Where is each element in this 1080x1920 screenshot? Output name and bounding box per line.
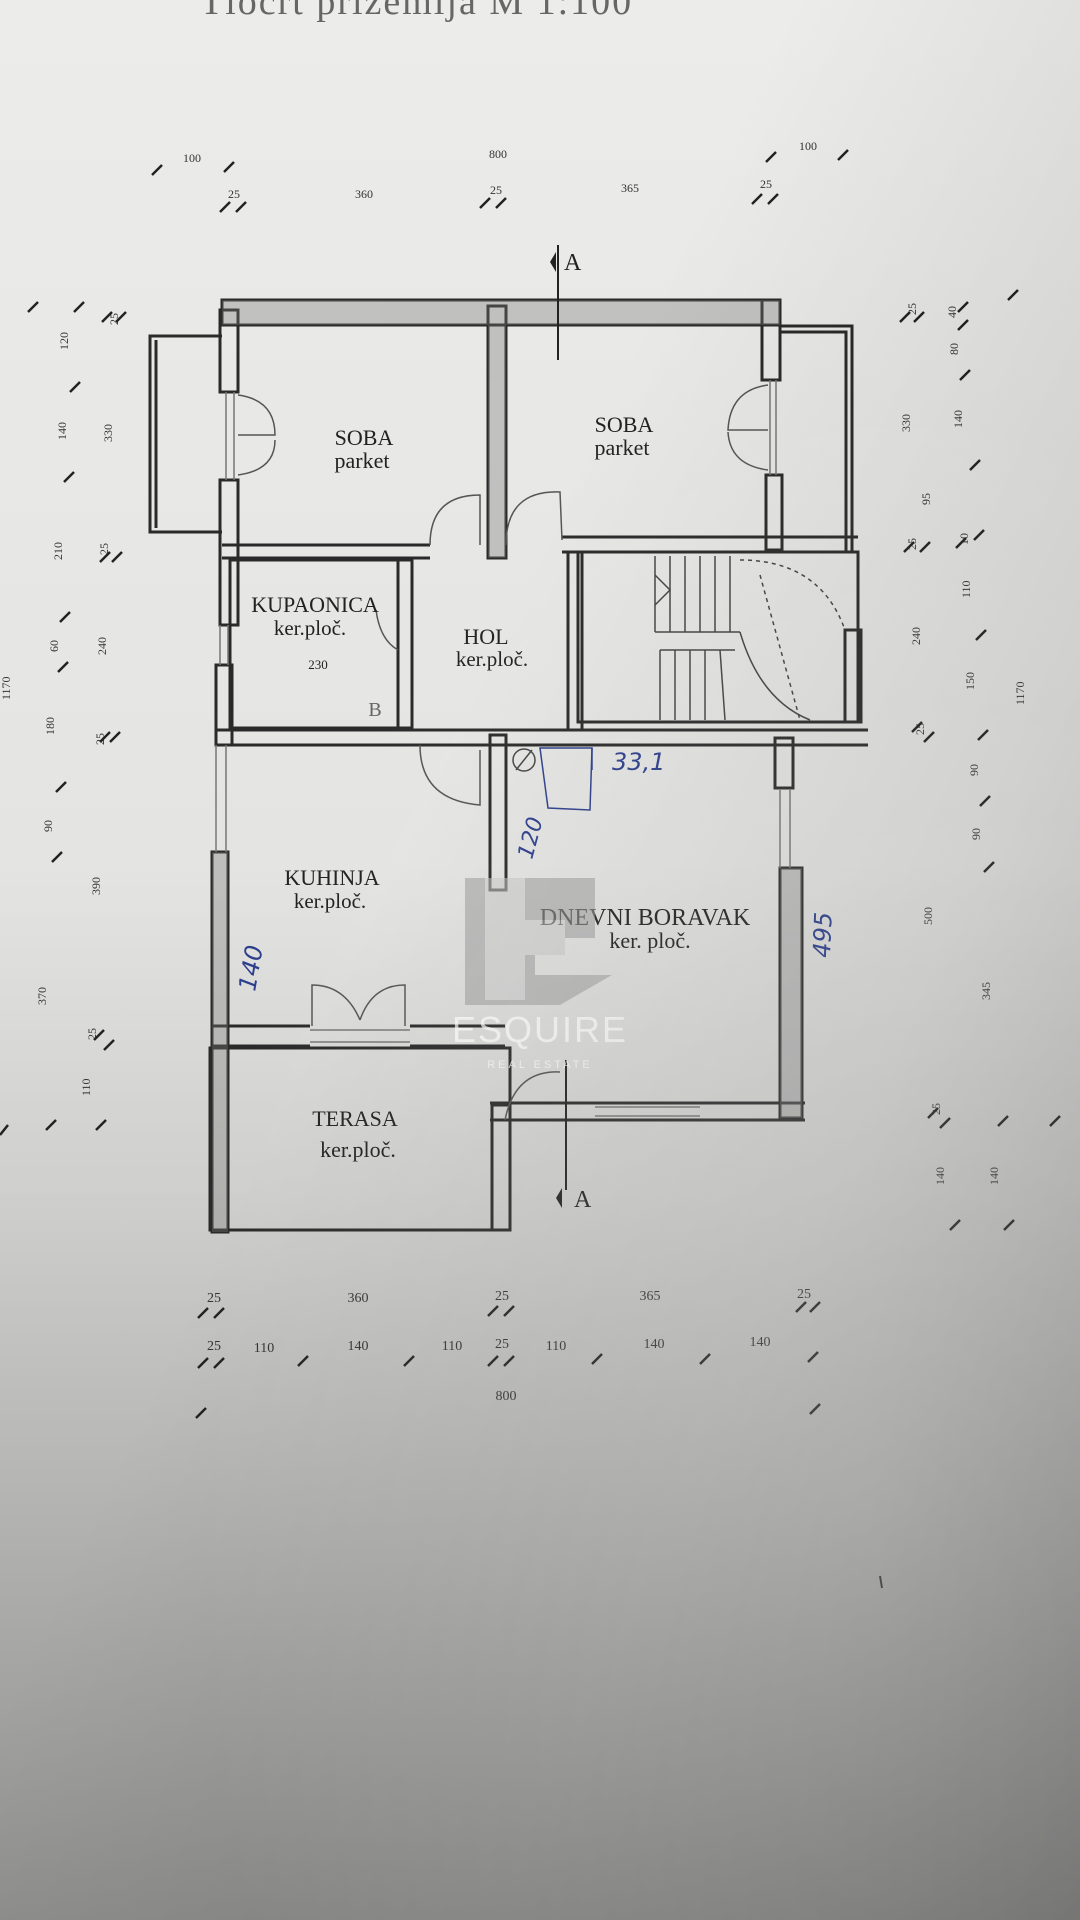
svg-text:110: 110: [442, 1339, 462, 1354]
watermark-sub: REAL ESTATE: [487, 1059, 593, 1071]
svg-text:330: 330: [101, 424, 115, 442]
svg-text:365: 365: [621, 181, 639, 195]
svg-text:140: 140: [987, 1167, 1001, 1185]
room-dnevni-boravak-floor: ker. ploč.: [609, 928, 690, 953]
svg-text:365: 365: [640, 1289, 661, 1304]
svg-text:140: 140: [644, 1337, 665, 1352]
note-area: 33,1: [612, 748, 665, 776]
svg-text:370: 370: [35, 987, 49, 1005]
svg-text:500: 500: [921, 907, 935, 925]
dimensions-top: 100 800 100 25 360 25 365 25: [183, 139, 817, 201]
svg-text:60: 60: [47, 640, 61, 652]
svg-text:390: 390: [89, 877, 103, 895]
svg-text:110: 110: [546, 1339, 566, 1354]
room-labels: SOBA parket SOBA parket KUPAONICA ker.pl…: [251, 412, 751, 1162]
svg-text:25: 25: [207, 1339, 221, 1354]
svg-text:140: 140: [951, 410, 965, 428]
svg-text:25: 25: [495, 1289, 509, 1304]
svg-text:100: 100: [799, 139, 817, 153]
note-wall-kitchen: 140: [233, 943, 269, 993]
svg-text:140: 140: [750, 1335, 771, 1350]
room-kuhinja-floor: ker.ploč.: [294, 889, 366, 913]
svg-text:800: 800: [496, 1389, 517, 1404]
windows: [215, 380, 791, 1117]
room-soba-1-name: SOBA: [335, 425, 394, 450]
svg-text:25: 25: [490, 183, 502, 197]
svg-text:25: 25: [228, 187, 240, 201]
room-kuhinja-name: KUHINJA: [284, 865, 379, 890]
room-kupaonica-floor: ker.ploč.: [274, 616, 346, 640]
svg-text:800: 800: [489, 147, 507, 161]
dimension-ticks-bottom: [195, 1301, 821, 1419]
dimension-ticks-right: [899, 289, 1061, 1231]
svg-text:330: 330: [899, 414, 913, 432]
room-terasa-name: TERASA: [312, 1106, 398, 1131]
plan-title: Tlocrt prizemlja M 1:100: [200, 0, 633, 23]
svg-text:80: 80: [947, 343, 961, 355]
svg-text:360: 360: [348, 1291, 369, 1306]
svg-text:110: 110: [254, 1341, 274, 1356]
svg-text:25: 25: [207, 1291, 221, 1306]
section-marker-bottom: A: [556, 1187, 592, 1213]
watermark-brand: ESQUIRE: [452, 1009, 628, 1050]
svg-text:100: 100: [183, 151, 201, 165]
stray-marks: [879, 1575, 883, 1589]
walls: [148, 298, 868, 1234]
svg-text:25: 25: [760, 177, 772, 191]
dimension-ticks-left: [0, 301, 127, 1136]
svg-text:1170: 1170: [1013, 681, 1027, 705]
dimensions-bottom: 25 360 25 365 25 25 110 140 110 25 110 1…: [207, 1287, 811, 1404]
svg-text:40: 40: [945, 306, 959, 318]
svg-text:240: 240: [909, 627, 923, 645]
dimension-ticks-top: [151, 149, 849, 213]
svg-text:95: 95: [919, 493, 933, 505]
svg-text:140: 140: [933, 1167, 947, 1185]
b-marker: B: [368, 699, 381, 721]
svg-text:110: 110: [959, 580, 973, 598]
stairs: [654, 556, 846, 721]
svg-text:90: 90: [969, 828, 983, 840]
svg-text:25: 25: [797, 1287, 811, 1302]
svg-text:A: A: [564, 250, 582, 276]
room-soba-2-floor: parket: [595, 435, 650, 460]
wall-fills: [212, 300, 802, 1232]
room-kupaonica-name: KUPAONICA: [251, 592, 379, 617]
svg-text:345: 345: [979, 982, 993, 1000]
section-line: [557, 245, 567, 1190]
room-soba-1-floor: parket: [335, 448, 390, 473]
svg-text:360: 360: [355, 187, 373, 201]
svg-text:25: 25: [495, 1337, 509, 1352]
svg-text:140: 140: [55, 422, 69, 440]
room-hol-floor: ker.ploč.: [456, 647, 528, 671]
dimensions-right: 25 330 25 240 25 500 25 140 40 80 140 95…: [899, 303, 1027, 1185]
meter-symbol: [512, 747, 593, 811]
room-hol-name: HOL: [463, 624, 508, 649]
kupaonica-dimension: 230: [308, 657, 328, 672]
svg-text:120: 120: [57, 332, 71, 350]
svg-text:25: 25: [93, 733, 107, 745]
section-marker-top: A: [550, 250, 582, 276]
svg-text:150: 150: [963, 672, 977, 690]
svg-text:140: 140: [348, 1339, 369, 1354]
note-wall-left: 120: [514, 815, 549, 862]
svg-text:25: 25: [97, 543, 111, 555]
svg-text:A: A: [574, 1187, 592, 1213]
note-wall-right: 495: [808, 911, 838, 958]
svg-text:1170: 1170: [0, 676, 13, 700]
svg-text:90: 90: [41, 820, 55, 832]
room-terasa-floor: ker.ploč.: [320, 1137, 396, 1162]
esquire-logo: [465, 878, 612, 1005]
dimensions-left: 1170 120 140 210 60 180 90 1170 370 110 …: [0, 313, 121, 1096]
svg-text:240: 240: [95, 637, 109, 655]
room-soba-2-name: SOBA: [595, 412, 654, 437]
door-swings: [237, 384, 769, 1121]
svg-text:210: 210: [51, 542, 65, 560]
svg-text:110: 110: [79, 1078, 93, 1096]
svg-text:90: 90: [967, 764, 981, 776]
svg-text:180: 180: [43, 717, 57, 735]
